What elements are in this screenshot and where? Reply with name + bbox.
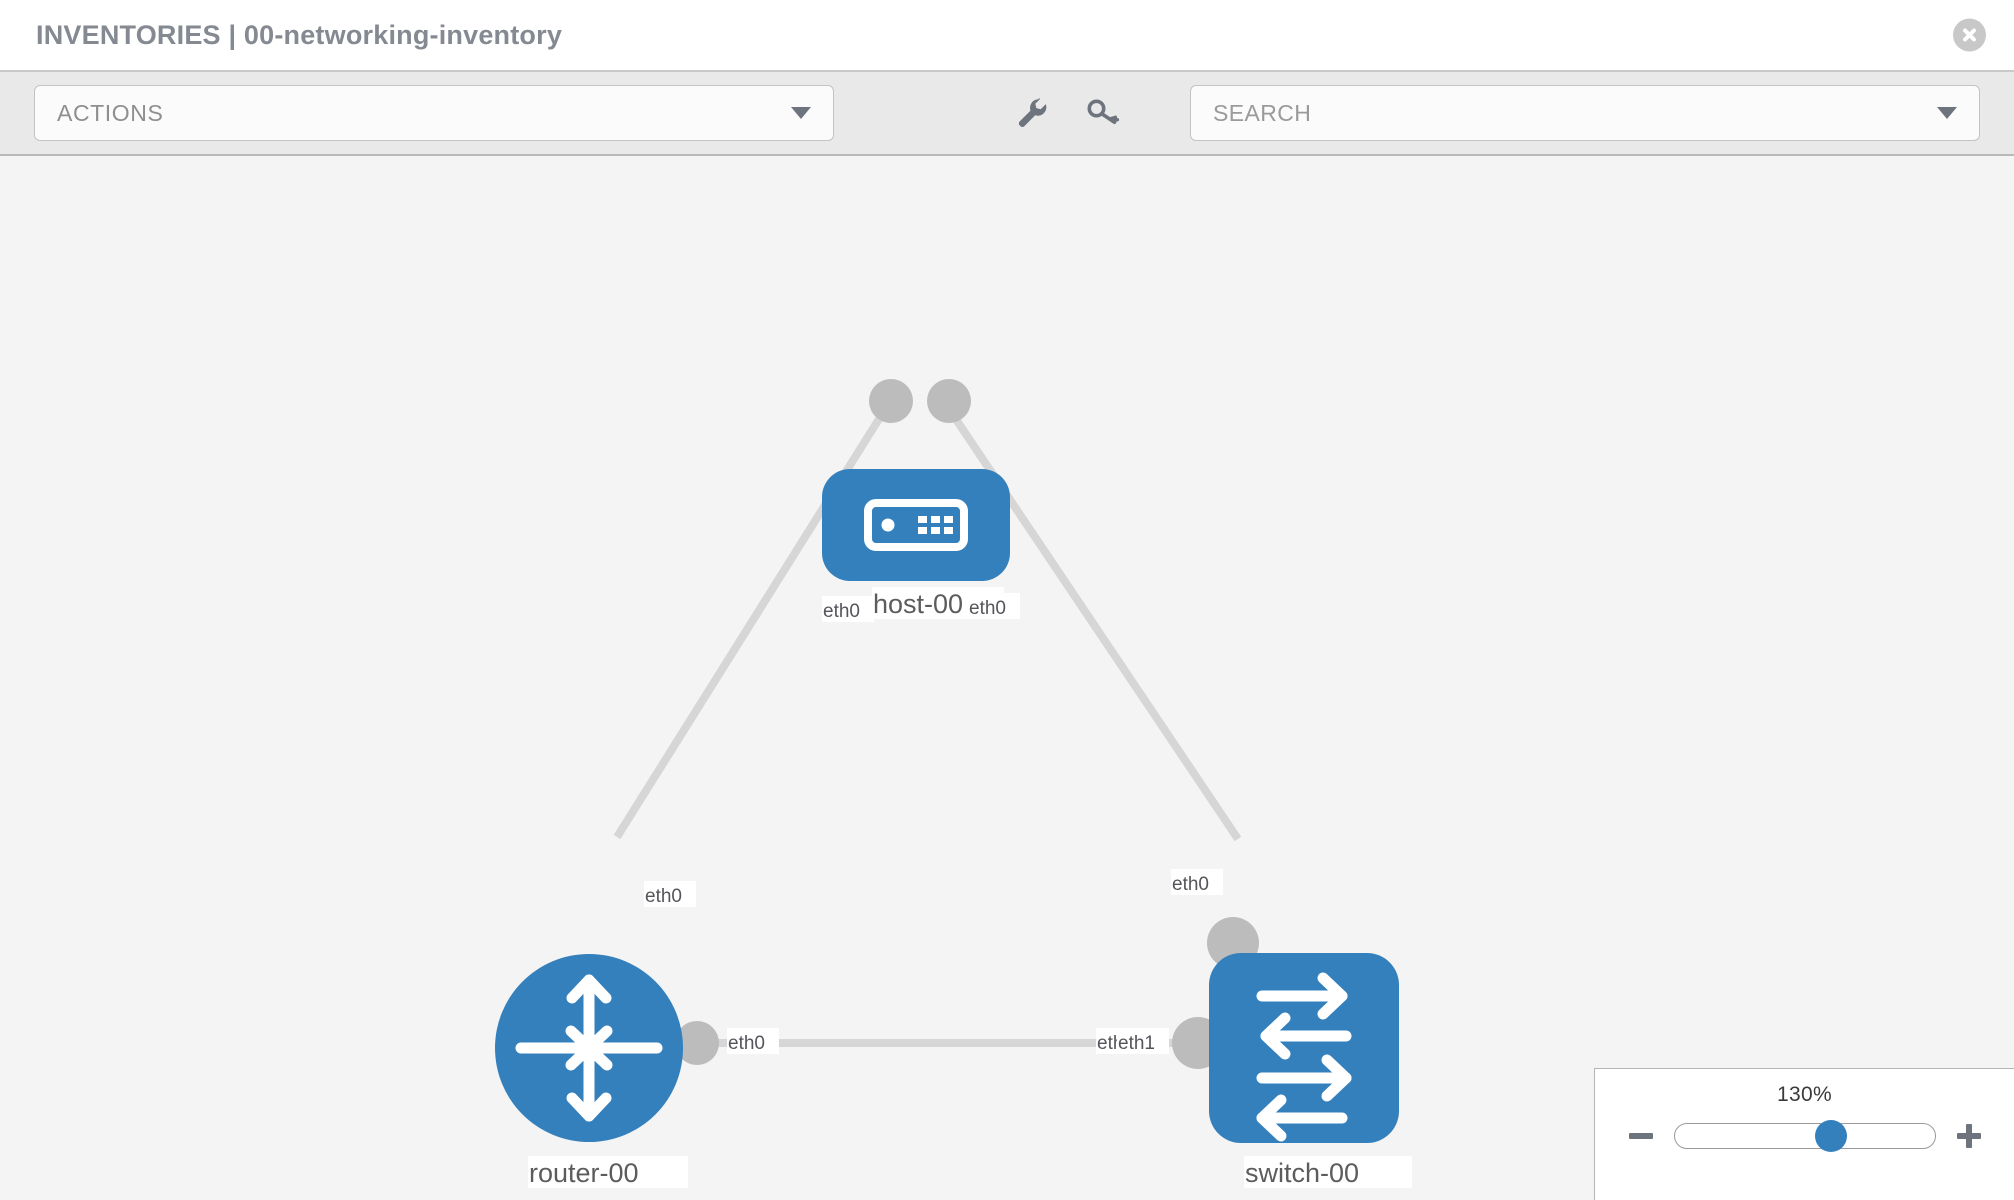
topology-interface-labels: eth0 eth0 eth0 eth0 eth0 eth0 eth1 bbox=[644, 593, 1223, 1054]
iface-label-host00-eth0-left: eth0 bbox=[823, 601, 860, 622]
node-label-host-00: host-00 bbox=[873, 589, 963, 619]
zoom-slider[interactable] bbox=[1673, 1120, 1936, 1152]
plus-icon[interactable] bbox=[1954, 1121, 1984, 1151]
node-label-switch-00: switch-00 bbox=[1245, 1158, 1359, 1188]
chevron-down-icon[interactable] bbox=[1937, 107, 1957, 119]
node-switch-00[interactable]: switch-00 bbox=[1209, 953, 1412, 1188]
wrench-icon[interactable] bbox=[1014, 95, 1050, 131]
switch-arrows-icon bbox=[1256, 972, 1352, 1142]
toolbar-icon-group bbox=[1014, 95, 1120, 131]
iface-label-switch00-eth0-uplink: eth0 bbox=[1172, 874, 1209, 895]
router-arrows-icon bbox=[515, 974, 663, 1122]
iface-label-router00-eth0-trunk: eth0 bbox=[728, 1033, 765, 1054]
zoom-slider-thumb[interactable] bbox=[1814, 1120, 1847, 1152]
actions-dropdown-label: ACTIONS bbox=[57, 99, 164, 126]
actions-dropdown[interactable]: ACTIONS bbox=[34, 85, 834, 141]
iface-label-router00-eth0-uplink: eth0 bbox=[645, 886, 682, 907]
page-header: INVENTORIES | 00-networking-inventory bbox=[0, 0, 2014, 70]
connector-host00-left bbox=[869, 379, 913, 423]
connector-host00-right bbox=[927, 379, 971, 423]
iface-label-host00-eth0-right: eth0 bbox=[969, 598, 1006, 619]
iface-label-switch00-eth1: eth1 bbox=[1118, 1033, 1155, 1054]
search-input[interactable]: SEARCH bbox=[1190, 85, 1980, 141]
close-icon[interactable] bbox=[1953, 18, 1986, 52]
link-host00-switch00[interactable] bbox=[941, 400, 1242, 842]
chevron-down-icon bbox=[791, 107, 811, 119]
zoom-control-panel: 130% bbox=[1594, 1068, 2014, 1200]
minus-icon[interactable] bbox=[1626, 1121, 1656, 1151]
topology-canvas[interactable]: host-00 bbox=[0, 156, 2014, 1200]
connector-router00-right bbox=[675, 1021, 719, 1065]
node-label-router-00: router-00 bbox=[529, 1158, 639, 1188]
zoom-level-label: 130% bbox=[1777, 1083, 1832, 1106]
server-icon bbox=[864, 499, 968, 551]
page-title: INVENTORIES | 00-networking-inventory bbox=[36, 19, 563, 50]
toolbar: ACTIONS SEARCH bbox=[0, 70, 2014, 156]
node-router-00[interactable]: router-00 bbox=[495, 954, 688, 1188]
key-icon[interactable] bbox=[1084, 95, 1120, 131]
search-placeholder: SEARCH bbox=[1213, 99, 1312, 126]
zoom-slider-row bbox=[1626, 1120, 1984, 1152]
